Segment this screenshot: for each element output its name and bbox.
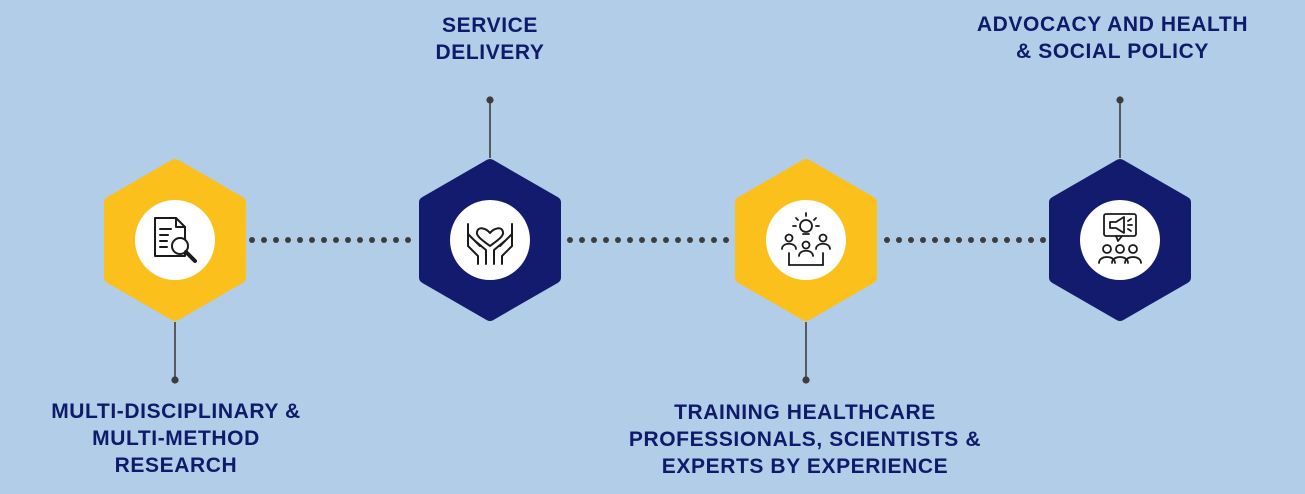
leader-line-3	[802, 322, 810, 384]
stage-label-research: MULTI-DISCIPLINARY & MULTI-METHOD RESEAR…	[51, 400, 301, 477]
team-idea-icon	[781, 212, 831, 266]
dotted-connector-3-4	[884, 237, 1046, 243]
stage-label-training: TRAINING HEALTHCARE PROFESSIONALS, SCIEN…	[628, 401, 982, 478]
dotted-connector-2-3	[567, 237, 729, 243]
leader-line-4	[1116, 96, 1124, 158]
icon-circle-2	[450, 200, 530, 280]
leader-line-1	[171, 322, 179, 384]
icon-circle-4	[1080, 200, 1160, 280]
dotted-connector-1-2	[249, 237, 411, 243]
leader-line-2	[486, 96, 494, 158]
icon-circle-3	[766, 200, 846, 280]
stage-label-advocacy: ADVOCACY AND HEALTH & SOCIAL POLICY	[976, 13, 1249, 63]
megaphone-audience-icon	[1098, 213, 1142, 264]
hands-heart-icon	[467, 223, 513, 265]
document-search-icon	[154, 217, 197, 263]
stage-label-service-delivery: SERVICE DELIVERY	[435, 14, 545, 64]
